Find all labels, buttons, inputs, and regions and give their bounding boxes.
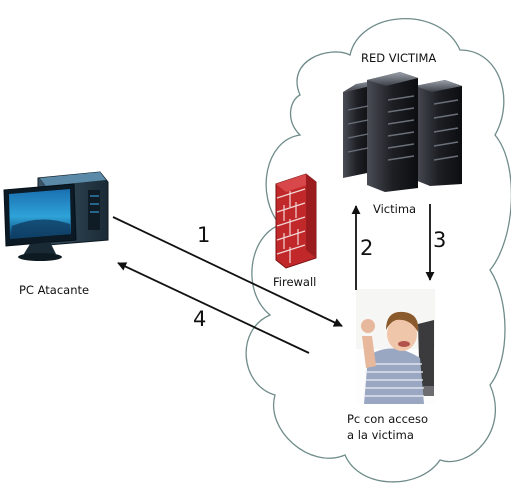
desktop-computer-icon xyxy=(3,171,109,261)
step-number-1: 1 xyxy=(197,223,211,247)
arrow-step-1 xyxy=(112,216,343,327)
access-pc-label-line1: Pc con acceso xyxy=(347,412,429,426)
step-number-3: 3 xyxy=(433,228,447,252)
firewall-label: Firewall xyxy=(273,275,317,289)
cloud-title: RED VICTIMA xyxy=(361,51,437,65)
person-at-laptop-icon xyxy=(356,289,435,404)
attacker-label: PC Atacante xyxy=(19,283,90,297)
step-number-2: 2 xyxy=(360,236,374,260)
arrow-step-4 xyxy=(117,262,310,354)
server-rack-icon xyxy=(343,72,462,192)
step-number-4: 4 xyxy=(193,307,207,331)
brick-wall-icon xyxy=(275,173,317,269)
victim-server-label: Victima xyxy=(373,202,417,216)
access-pc-label-line2: a la victima xyxy=(347,428,414,442)
